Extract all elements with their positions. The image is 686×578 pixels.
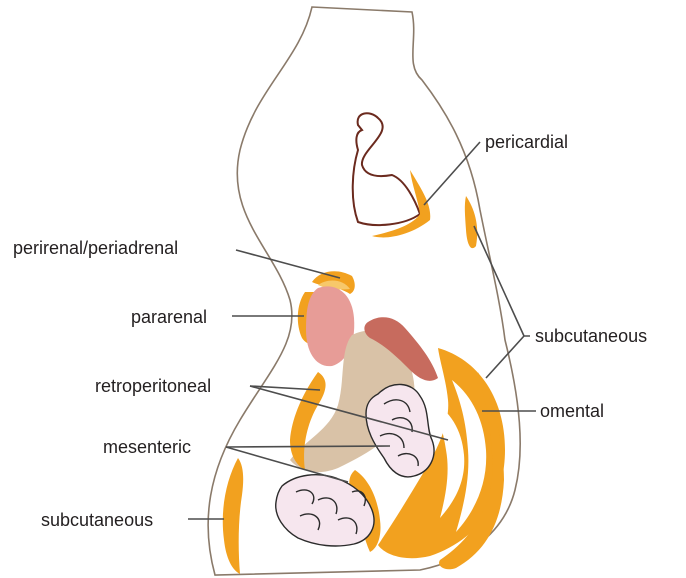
leader-subcutaneous-right	[474, 226, 530, 378]
label-subcutaneous-right: subcutaneous	[535, 326, 647, 346]
label-pericardial: pericardial	[485, 132, 568, 152]
label-retroperitoneal: retroperitoneal	[95, 376, 211, 396]
label-perirenal: perirenal/periadrenal	[13, 238, 178, 258]
pericardial-fat-right	[465, 196, 477, 248]
label-mesenteric: mesenteric	[103, 437, 191, 457]
leader-mesenteric-1	[226, 446, 390, 447]
label-omental: omental	[540, 401, 604, 421]
heart-outline	[353, 113, 420, 225]
label-pararenal: pararenal	[131, 307, 207, 327]
leader-perirenal	[236, 250, 340, 278]
label-subcutaneous-left: subcutaneous	[41, 510, 153, 530]
intestine-loops-upper	[366, 384, 434, 476]
subcutaneous-fat-left	[223, 458, 243, 574]
